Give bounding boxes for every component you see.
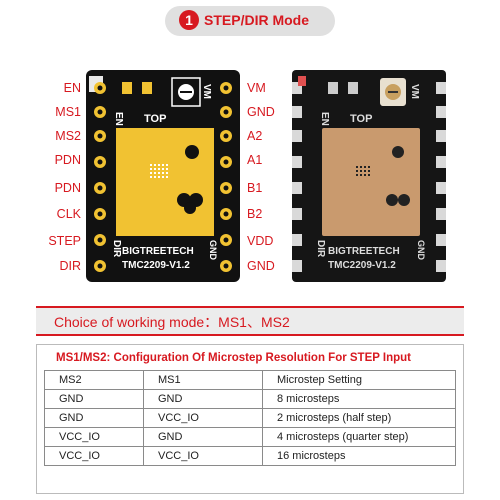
pin-label-right-7: VDD (247, 234, 274, 248)
pin-label-right-3: A2 (247, 129, 263, 143)
photo-silk-en: EN (319, 112, 330, 126)
table-cell: VCC_IO (143, 446, 263, 466)
table-row: GND GND 8 microsteps (44, 389, 456, 409)
pin-label-right-1: VM (247, 81, 266, 95)
silk-vm: VM (201, 84, 212, 99)
pin-label-right-4: A1 (247, 153, 263, 167)
pin-label-right-8: GND (247, 259, 275, 273)
table-cell: GND (44, 389, 144, 409)
table-cell: VCC_IO (143, 408, 263, 428)
table-cell: 4 microsteps (quarter step) (262, 427, 456, 447)
table-cell: 2 microsteps (half step) (262, 408, 456, 428)
table-row: VCC_IO GND 4 microsteps (quarter step) (44, 427, 456, 447)
heatsink (116, 128, 214, 236)
table-cell: GND (44, 408, 144, 428)
mode-note-box (36, 306, 464, 336)
heatsink-copper (322, 128, 420, 236)
pin-label-left-8: DIR (59, 259, 81, 273)
pin-label-left-5: PDN (54, 181, 81, 195)
microstep-table: MS2 MS1 Microstep Setting GND GND 8 micr… (44, 370, 456, 466)
pin-label-right-6: B2 (247, 207, 263, 221)
photo-silk-dir: DIR (315, 240, 326, 258)
pin-label-left-3: MS2 (55, 129, 81, 143)
page-title: STEP/DIR Mode (204, 12, 310, 28)
table-header-row: MS2 MS1 Microstep Setting (44, 370, 456, 390)
pin-label-left-7: STEP (48, 234, 81, 248)
silk-dir: DIR (111, 240, 122, 258)
brand-label: BIGTREETECH (122, 246, 194, 257)
table-title: MS1/MS2: Configuration Of Microstep Reso… (56, 352, 412, 364)
pin-label-left-4: PDN (54, 153, 81, 167)
table-frame (36, 344, 464, 494)
table-cell: 8 microsteps (262, 389, 456, 409)
silk-gnd: GND (208, 240, 218, 261)
table-cell: 16 microsteps (262, 446, 456, 466)
pin-label-right-2: GND (247, 105, 275, 119)
photo-silk-vm: VM (409, 84, 420, 99)
mode-note: Choice of working mode：MS1、MS2 (54, 314, 290, 330)
photo-silk-top: TOP (350, 113, 372, 125)
table-cell: GND (143, 427, 263, 447)
model-label: TMC2209-V1.2 (122, 260, 190, 271)
photo-silk-gnd: GND (416, 240, 426, 261)
header-cell: MS2 (44, 370, 144, 390)
driver-board-photo: EN TOP VM DIR GND BIGTREETECH TMC2209-V1… (292, 70, 446, 282)
driver-board-illustration: EN TOP VM DIR GND BIGTREETECH TMC2209-V1… (86, 70, 240, 282)
header-cell: Microstep Setting (262, 370, 456, 390)
pin-label-left-6: CLK (56, 207, 81, 221)
table-cell: VCC_IO (44, 446, 144, 466)
photo-model-label: TMC2209-V1.2 (328, 260, 396, 271)
table-cell: GND (143, 389, 263, 409)
step-number-badge: 1 (179, 10, 199, 30)
silk-en: EN (113, 112, 124, 126)
header-cell: MS1 (143, 370, 263, 390)
pin-label-left-1: EN (63, 81, 81, 95)
pin-label-right-5: B1 (247, 181, 263, 195)
table-cell: VCC_IO (44, 427, 144, 447)
table-row: VCC_IO VCC_IO 16 microsteps (44, 446, 456, 466)
pin-label-left-2: MS1 (55, 105, 81, 119)
photo-brand-label: BIGTREETECH (328, 246, 400, 257)
table-row: GND VCC_IO 2 microsteps (half step) (44, 408, 456, 428)
silk-top: TOP (144, 113, 166, 125)
